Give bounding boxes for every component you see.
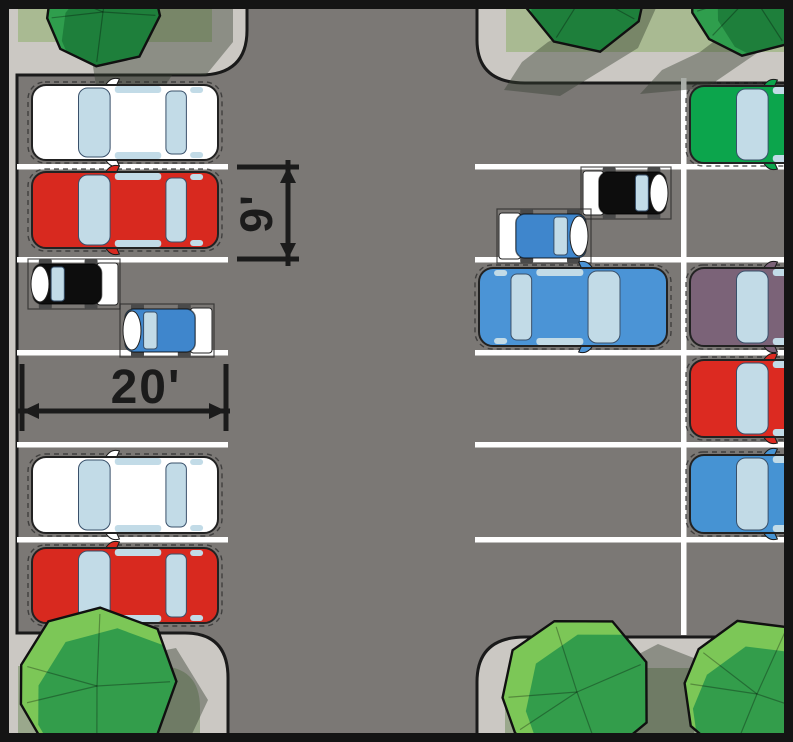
stall-divider-line bbox=[681, 78, 687, 635]
length-dim-arrow-right bbox=[209, 403, 226, 419]
trees-layer bbox=[19, 0, 793, 742]
stall-line-right bbox=[475, 442, 793, 448]
cars-layer bbox=[27, 77, 793, 631]
white-sedan-left-stall-5 bbox=[27, 449, 223, 541]
black-compact-left bbox=[27, 258, 121, 310]
curb-left-edge bbox=[15, 8, 249, 734]
blue-compact-middle bbox=[496, 208, 592, 264]
stall-line-left bbox=[17, 350, 228, 356]
curb-bottom-right bbox=[475, 635, 785, 734]
stall-length-label: 20' bbox=[111, 361, 182, 414]
stall-line-left bbox=[17, 257, 228, 263]
blue-sedan-middle bbox=[474, 260, 672, 354]
curb-top-right bbox=[475, 8, 785, 85]
stall-line-right bbox=[475, 537, 793, 543]
tree-bottom-right-2 bbox=[683, 619, 793, 742]
stall-line-left bbox=[17, 537, 228, 543]
stall-line-left bbox=[17, 442, 228, 448]
tree-bottom-left bbox=[19, 606, 186, 742]
width-dim-arrow-bottom bbox=[280, 243, 296, 259]
green-sedan-right bbox=[685, 78, 793, 171]
width-dim-arrow-top bbox=[280, 167, 296, 183]
stall-line-left bbox=[17, 164, 228, 170]
blue-sedan-right bbox=[685, 447, 793, 541]
stall-line-right bbox=[475, 257, 793, 263]
stall-line-right bbox=[475, 350, 793, 356]
stall-width-dimension: 9' bbox=[231, 160, 299, 266]
black-compact-middle bbox=[580, 166, 672, 220]
blue-compact-left bbox=[119, 303, 215, 358]
red-sedan-left-stall-6 bbox=[27, 540, 223, 631]
red-sedan-right bbox=[685, 352, 793, 445]
length-dim-arrow-left bbox=[22, 403, 39, 419]
white-sedan-left-stall-1 bbox=[27, 77, 223, 168]
purple-sedan-right bbox=[685, 260, 793, 354]
red-sedan-left-stall-2 bbox=[27, 164, 223, 256]
stall-width-label: 9' bbox=[231, 193, 282, 233]
stall-length-dimension: 20' bbox=[18, 361, 230, 431]
